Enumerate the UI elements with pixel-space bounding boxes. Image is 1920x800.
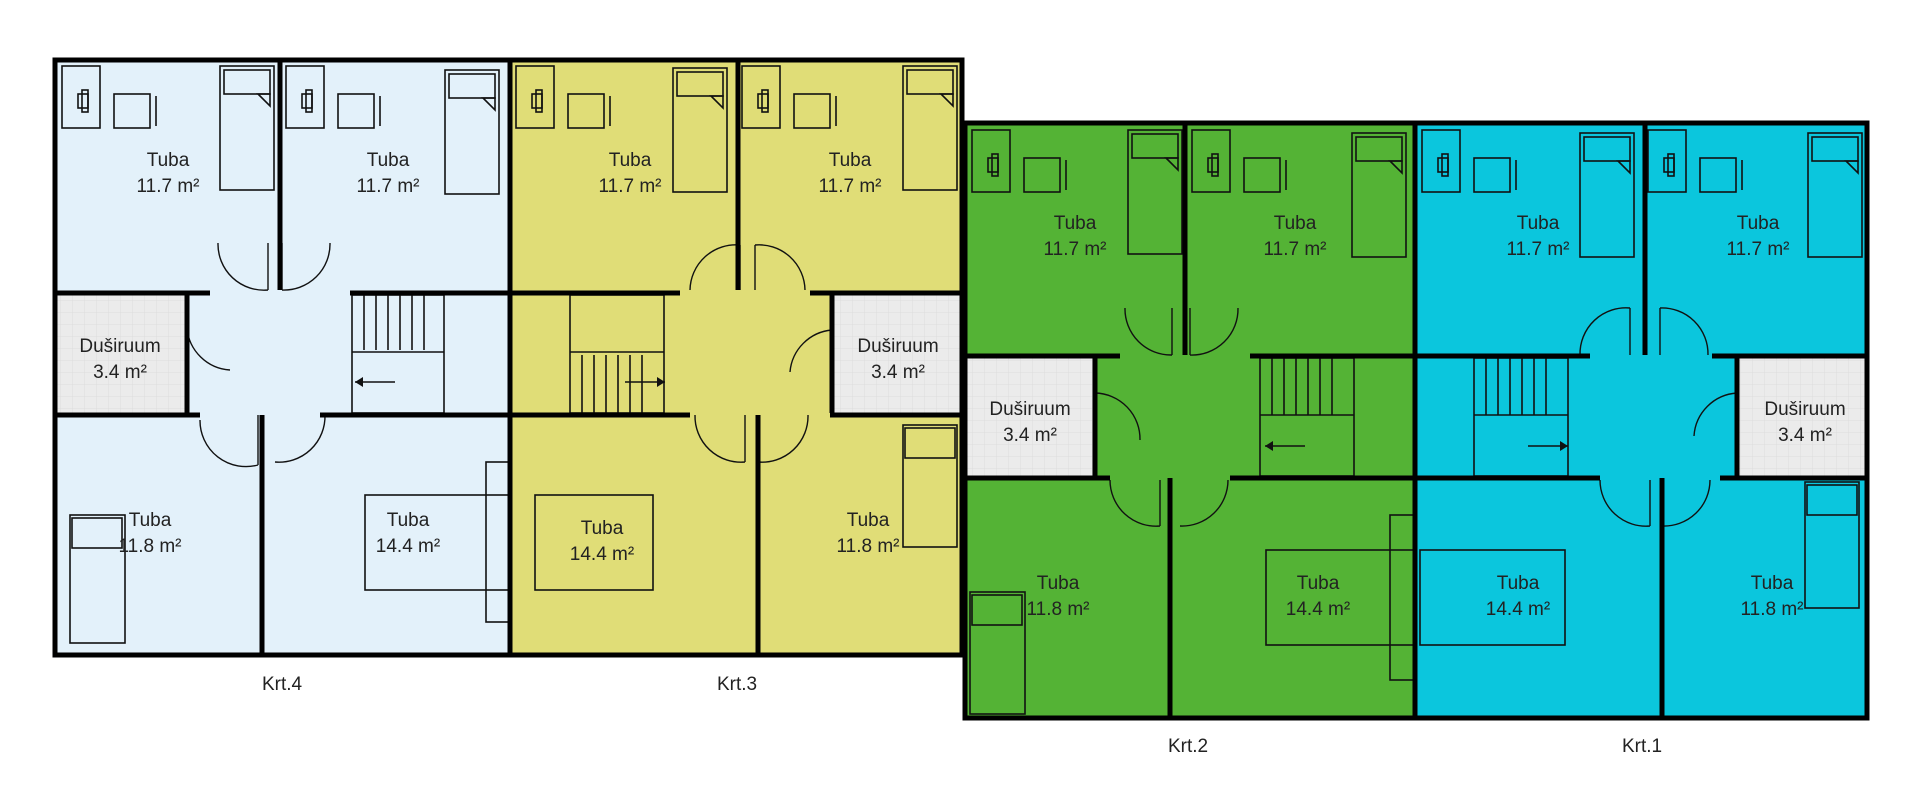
unit-krt2-bath (965, 356, 1095, 476)
unit-krt4-walls (52, 57, 513, 658)
room-name: Tuba (147, 150, 190, 171)
room-area: 11.7 m² (1263, 239, 1326, 260)
unit-krt3 (507, 57, 965, 658)
room-area: 11.7 m² (1043, 239, 1106, 260)
unit-krt1-bath (1737, 356, 1867, 476)
room-name: Tuba (1297, 573, 1340, 594)
room-name: Tuba (1517, 213, 1560, 234)
unit-label-krt3: Krt.3 (717, 674, 757, 695)
room-area: 14.4 m² (1486, 599, 1550, 620)
room-area: 14.4 m² (570, 544, 634, 565)
room-area: 3.4 m² (93, 362, 147, 383)
room-name: Duširuum (1764, 399, 1845, 420)
room-name: Tuba (1497, 573, 1540, 594)
room-name: Tuba (829, 150, 872, 171)
unit-label-krt1: Krt.1 (1622, 736, 1662, 757)
room-name: Tuba (1054, 213, 1097, 234)
room-area: 11.7 m² (1726, 239, 1789, 260)
room-labels: Tuba 11.7 m² Tuba 11.7 m² Duširuum 3.4 m… (79, 150, 1845, 620)
unit-krt3-walls (507, 57, 965, 658)
room-name: Tuba (1274, 213, 1317, 234)
room-name: Tuba (609, 150, 652, 171)
room-name: Tuba (1737, 213, 1780, 234)
room-area: 11.8 m² (1740, 599, 1803, 620)
room-name: Duširuum (79, 336, 160, 357)
room-name: Tuba (1037, 573, 1080, 594)
unit-label-krt4: Krt.4 (262, 674, 303, 695)
room-name: Tuba (129, 510, 172, 531)
room-name: Tuba (581, 518, 624, 539)
unit-krt4 (52, 57, 533, 658)
room-area: 11.8 m² (1026, 599, 1089, 620)
room-area: 14.4 m² (376, 536, 440, 557)
unit-krt4-bath (55, 293, 187, 413)
room-area: 11.8 m² (118, 536, 181, 557)
unit-krt1 (1412, 120, 1870, 721)
room-area: 11.8 m² (836, 536, 899, 557)
room-area: 14.4 m² (1286, 599, 1350, 620)
room-area: 11.7 m² (598, 176, 661, 197)
room-name: Tuba (387, 510, 430, 531)
unit-krt3-bath (832, 293, 960, 413)
room-name: Tuba (847, 510, 890, 531)
room-area: 11.7 m² (136, 176, 199, 197)
room-area: 3.4 m² (1778, 425, 1832, 446)
room-name: Duširuum (857, 336, 938, 357)
stairs (351, 294, 445, 414)
room-area: 3.4 m² (1003, 425, 1057, 446)
room-area: 11.7 m² (1506, 239, 1569, 260)
room-area: 11.7 m² (356, 176, 419, 197)
room-name: Tuba (1751, 573, 1794, 594)
room-name: Duširuum (989, 399, 1070, 420)
room-area: 11.7 m² (818, 176, 881, 197)
unit-label-krt2: Krt.2 (1168, 736, 1208, 757)
room-name: Tuba (367, 150, 410, 171)
unit-labels: Krt.4 Krt.3 Krt.2 Krt.1 (262, 674, 1662, 757)
unit-krt1-walls (1412, 120, 1870, 721)
room-area: 3.4 m² (871, 362, 925, 383)
unit-krt2 (962, 120, 1437, 721)
